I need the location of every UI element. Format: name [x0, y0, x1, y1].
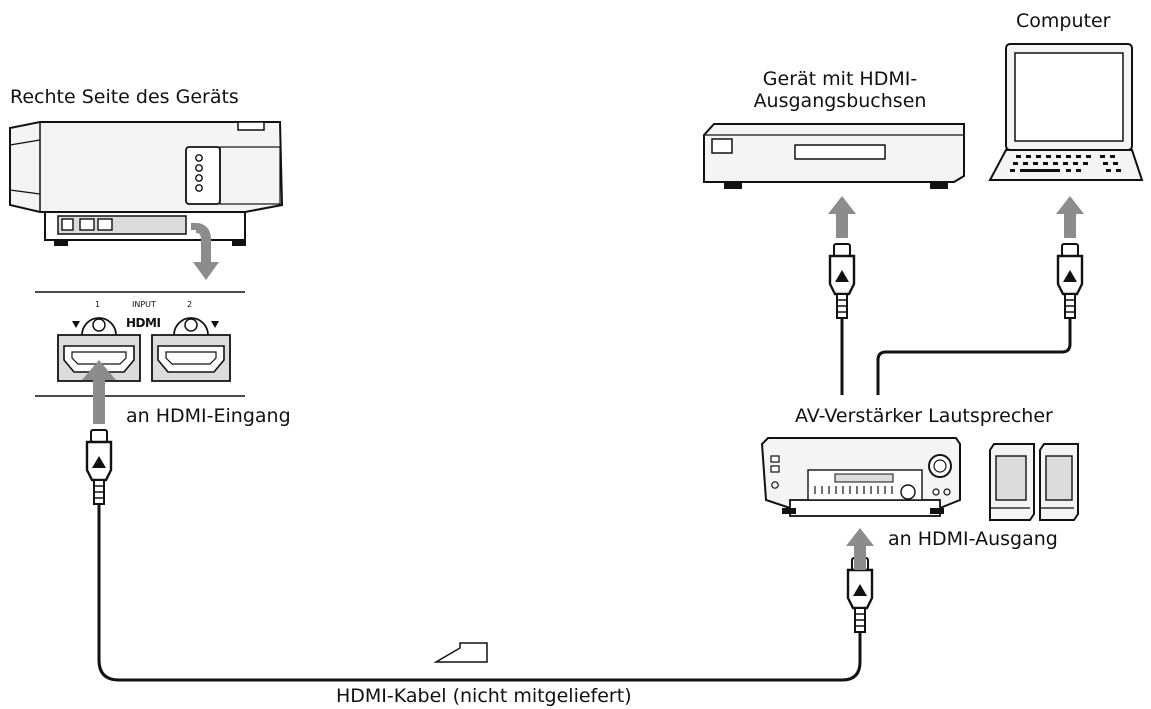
- hdmi-cable-label: HDMI-Kabel (nicht mitgeliefert): [336, 685, 632, 707]
- arrow-into-amplifier: [846, 528, 874, 570]
- speakers-icon: [989, 443, 1079, 521]
- port-2-number: 2: [187, 300, 193, 309]
- arrow-into-hdmi-input: [82, 360, 116, 424]
- cable-direction-icon: [433, 642, 488, 663]
- av-amplifier-label: AV-Verstärker Lautsprecher: [795, 405, 1053, 427]
- hdmi-output-label: an HDMI-Ausgang: [888, 528, 1058, 550]
- av-amplifier-icon: [760, 437, 961, 517]
- hdmi-input-label: an HDMI-Eingang: [126, 405, 291, 427]
- hdmi-plug-source-device: [828, 242, 856, 320]
- hdmi-input-panel: [35, 291, 245, 397]
- computer-label: Computer: [1016, 10, 1111, 32]
- projector-side-label: Rechte Seite des Geräts: [10, 86, 239, 108]
- cable-computer: [876, 318, 1072, 395]
- arrow-into-source-device: [828, 196, 856, 238]
- hdmi-device-label-line2: Ausgangsbuchsen: [753, 90, 927, 112]
- arrow-projector-to-panel: [191, 222, 219, 280]
- hdmi-device-label-line1: Gerät mit HDMI-: [762, 68, 918, 90]
- arrow-into-computer: [1056, 196, 1084, 238]
- port-1-number: 1: [95, 300, 101, 309]
- projector-icon: [9, 121, 284, 246]
- hdmi-plug-computer: [1056, 242, 1084, 320]
- computer-icon: [988, 43, 1144, 181]
- hdmi-plug-left: [85, 428, 113, 506]
- input-text: INPUT: [132, 300, 156, 309]
- hdmi-source-device-icon: [703, 123, 965, 189]
- hdmi-logo: HDMI: [126, 316, 161, 330]
- hdmi-cable-line: [97, 504, 862, 682]
